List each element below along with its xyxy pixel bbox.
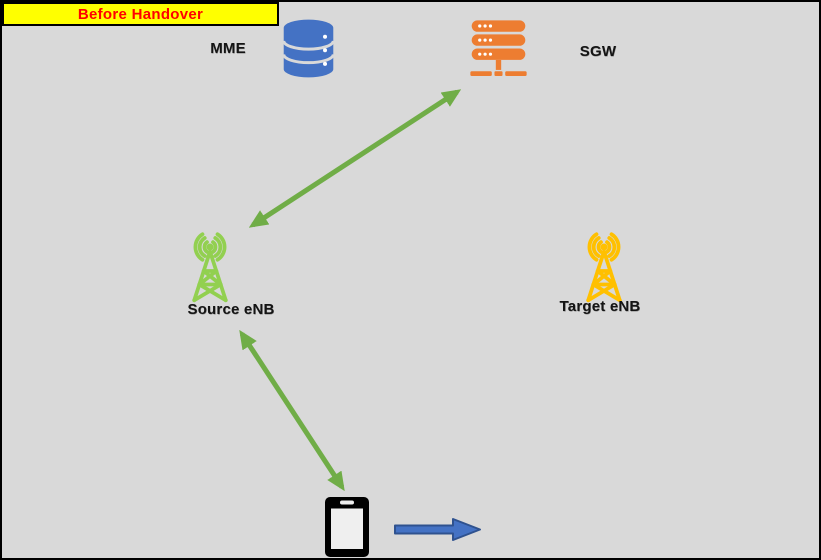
title-text: Before Handover bbox=[77, 5, 204, 23]
sgw-label: SGW bbox=[579, 43, 617, 60]
server-rack-icon bbox=[470, 20, 527, 76]
source-enb-label: Source eNB bbox=[187, 301, 275, 318]
target-enb-label: Target eNB bbox=[559, 298, 641, 315]
smartphone-icon bbox=[325, 497, 369, 557]
right-block-arrow-icon bbox=[394, 518, 481, 541]
double-arrow-ue-source bbox=[239, 329, 345, 492]
mme-label: MME bbox=[210, 40, 246, 57]
cell-tower-icon-source bbox=[192, 232, 228, 303]
cell-tower-icon-target bbox=[586, 232, 622, 303]
database-icon bbox=[282, 19, 335, 78]
title-banner: Before Handover bbox=[2, 2, 279, 26]
double-arrow-source-sgw bbox=[248, 89, 462, 228]
